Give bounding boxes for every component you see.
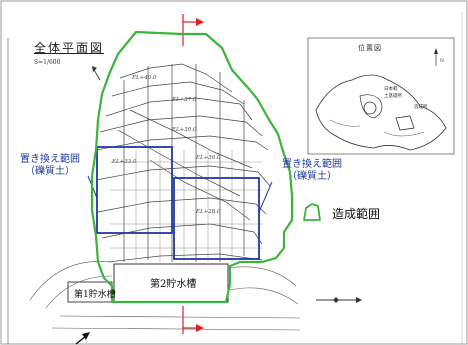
replacement-area-left-label: 置き換え範囲 （礫質土） — [6, 154, 94, 178]
location-label-2: 土基礎所 — [384, 94, 402, 99]
north-arrow-icon — [92, 66, 101, 81]
elevation-label: EL+40.0 — [132, 75, 157, 81]
elevation-label: EL+37.0 — [172, 97, 197, 103]
replacement-area-left-material: （礫質土） — [25, 166, 75, 177]
location-map-title: 位置図 — [358, 44, 382, 52]
pond-2-label: 第2貯水槽 — [150, 279, 197, 290]
section-marker-bottom — [182, 306, 204, 334]
elevation-label: EL+33.0 — [112, 159, 137, 165]
location-map — [307, 37, 455, 155]
section-marker-top — [182, 14, 204, 46]
compass-icon — [316, 297, 362, 303]
section-arrow-icon — [196, 18, 204, 26]
replacement-area-right-material: （礫質土） — [287, 171, 337, 182]
section-arrow-icon — [196, 324, 204, 332]
legend-boundary-icon — [303, 203, 321, 221]
plan-title: 全体平面図 — [34, 41, 105, 55]
replacement-area-left-title: 置き換え範囲 — [20, 154, 80, 165]
location-label-1: 日本軽 — [384, 87, 398, 92]
elevation-label: EL+30.0 — [196, 155, 221, 161]
replacement-area-right — [173, 177, 260, 260]
location-north-label: N — [440, 59, 444, 64]
lot-grid — [110, 150, 262, 262]
replacement-area-left — [96, 146, 173, 234]
replacement-area-right-label: 置き換え範囲 （礫質土） — [268, 159, 356, 183]
development-boundary — [90, 30, 294, 304]
scale-label: S=1/600 — [34, 59, 61, 66]
north-arrow-icon — [75, 332, 90, 345]
location-label-3: 造成所 — [414, 105, 428, 110]
legend-label: 造成範囲 — [332, 207, 381, 221]
leader-line-right — [258, 181, 273, 213]
elevation-label: EL+28.0 — [196, 209, 221, 215]
replacement-area-right-title: 置き換え範囲 — [282, 159, 342, 170]
elevation-label: EL+30.0 — [172, 127, 197, 133]
pond-1-label: 第1貯水槽 — [74, 290, 116, 300]
terrace-contours — [95, 63, 271, 263]
